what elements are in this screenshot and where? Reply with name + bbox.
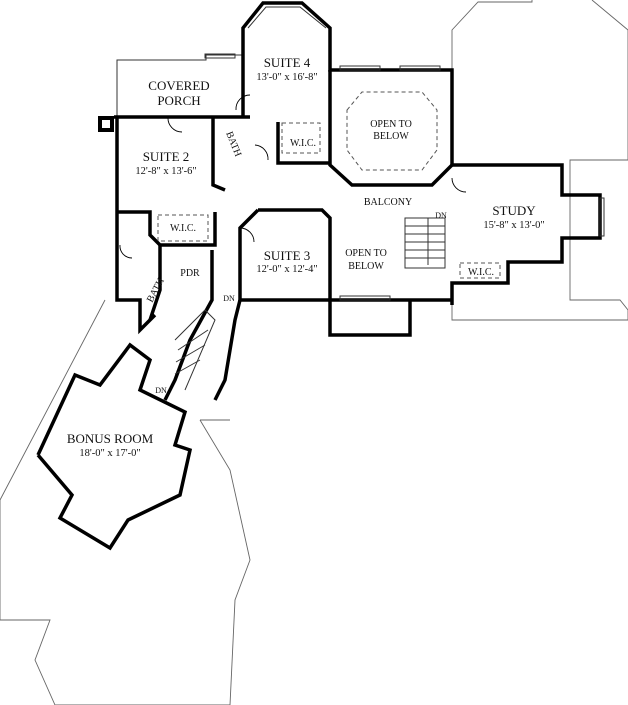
porch-label-1: COVERED <box>148 78 209 93</box>
wic-suite2-label: W.I.C. <box>170 223 196 234</box>
bonus-room-dims: 18'-0" x 17'-0" <box>79 448 140 459</box>
open-to-below-upper-2: BELOW <box>373 131 409 142</box>
wic-study-label: W.I.C. <box>468 267 494 278</box>
covered-porch <box>98 54 243 132</box>
suite3-label: SUITE 3 <box>264 248 311 263</box>
suite4-label: SUITE 4 <box>264 55 311 70</box>
wic-suite2-outline <box>157 214 209 242</box>
pdr-label: PDR <box>180 268 200 279</box>
porch-label-2: PORCH <box>157 93 200 108</box>
suite2-label: SUITE 2 <box>143 149 190 164</box>
bonus-room-label: BONUS ROOM <box>67 431 154 446</box>
stair-dn-label-3: DN <box>155 386 167 395</box>
study-dims: 15'-8" x 13'-0" <box>483 220 544 231</box>
open-to-below-upper-1: OPEN TO <box>370 119 412 130</box>
bonus-room-walls <box>36 342 193 551</box>
open-to-below-outline <box>346 91 438 171</box>
door-swings <box>119 94 467 259</box>
stair-dn-label-1: DN <box>435 211 447 220</box>
suite3-dims: 12'-0" x 12'-4" <box>256 264 317 275</box>
stair-lower <box>174 309 216 391</box>
walls <box>36 1 602 551</box>
open-to-below-lower-1: OPEN TO <box>345 248 387 259</box>
windows <box>204 6 605 301</box>
stair-dn-label-2: DN <box>223 294 235 303</box>
study-label: STUDY <box>492 203 536 218</box>
bath-lower-label: BATH <box>145 276 167 304</box>
bath-upper-label: BATH <box>223 130 243 158</box>
balcony-label: BALCONY <box>364 197 412 208</box>
wic-suite4-label: W.I.C. <box>290 138 316 149</box>
stair-upper <box>404 217 446 269</box>
suite2-dims: 12'-8" x 13'-6" <box>135 166 196 177</box>
open-to-below-lower-2: BELOW <box>348 261 384 272</box>
suite4-dims: 13'-0" x 16'-8" <box>256 72 317 83</box>
wic-suite4-outline <box>281 122 321 154</box>
